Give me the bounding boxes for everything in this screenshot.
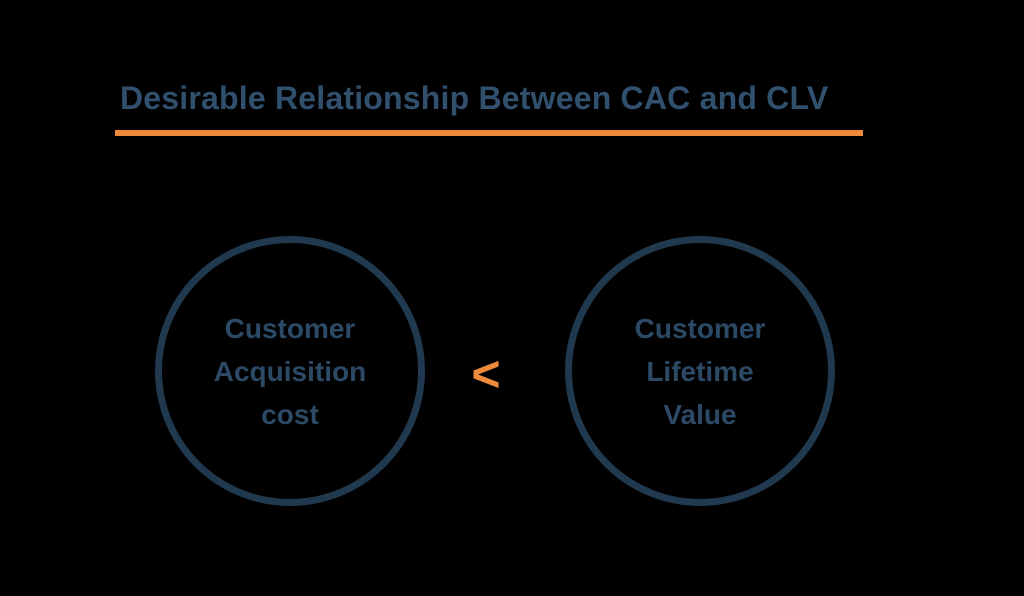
cac-circle-label: Customer Acquisition cost [214, 307, 366, 436]
title-underline [115, 130, 863, 136]
cac-label-line-2: Acquisition [213, 355, 367, 387]
cac-circle: Customer Acquisition cost [155, 236, 425, 506]
less-than-symbol: < [471, 346, 501, 402]
clv-circle: Customer Lifetime Value [565, 236, 835, 506]
cac-label-line-1: Customer [224, 312, 356, 344]
cac-label-line-3: cost [261, 398, 319, 430]
clv-label-line-1: Customer [634, 312, 766, 344]
clv-label-line-2: Lifetime [646, 355, 754, 387]
page-title: Desirable Relationship Between CAC and C… [120, 80, 829, 116]
clv-label-line-3: Value [663, 398, 737, 430]
clv-circle-label: Customer Lifetime Value [635, 307, 766, 436]
